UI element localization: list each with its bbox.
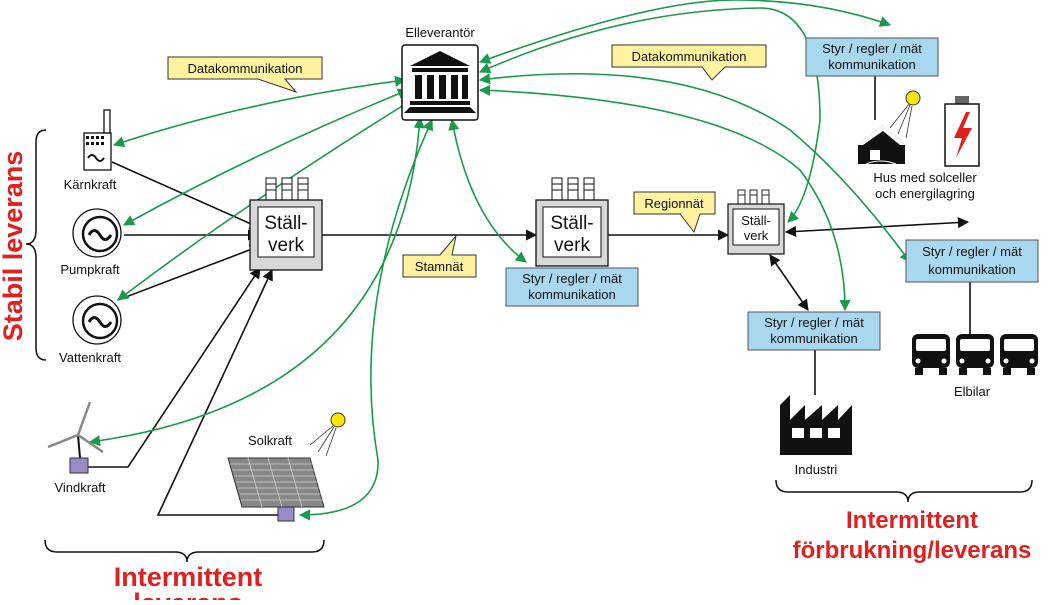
callout-stamnat-text: Stamnät xyxy=(415,259,464,274)
sv3-line1: Ställ- xyxy=(741,213,771,228)
intermittent-supply-label-line1: Intermittent xyxy=(114,562,263,592)
sv1-line2: verk xyxy=(268,235,304,256)
consumer-ev: Elbilar xyxy=(912,334,1038,399)
source-vindkraft: Vindkraft xyxy=(47,401,106,495)
stable-supply-label: Stabil leverans xyxy=(0,151,28,342)
link-sv3-ev xyxy=(784,216,970,238)
sv1-line1: Ställ- xyxy=(264,213,307,234)
control-box-ev-line1: Styr / regler / mät xyxy=(922,244,1022,259)
insulator-icon xyxy=(551,177,595,201)
insulator-icon xyxy=(265,177,309,201)
stable-supply-group: Stabil leverans xyxy=(0,129,47,361)
callout-stamnat: Stamnät xyxy=(402,235,477,278)
bus-icon xyxy=(912,334,950,375)
source-pumpkraft: Pumpkraft xyxy=(60,208,122,277)
nuclear-plant-icon xyxy=(83,109,112,171)
industry-label: Industri xyxy=(795,462,838,477)
link-vindkraft-sv1 xyxy=(88,267,261,468)
control-box-house-line1: Styr / regler / mät xyxy=(822,41,922,56)
karnkraft-label: Kärnkraft xyxy=(64,177,117,192)
intermittent-consumption-label-line1: Intermittent xyxy=(846,507,978,534)
ev-label: Elbilar xyxy=(954,384,991,399)
source-karnkraft: Kärnkraft xyxy=(64,109,117,192)
substation-2: Ställ- verk xyxy=(535,177,609,267)
bus-icon xyxy=(956,334,994,375)
callout-data-right: Datakommunikation xyxy=(611,44,767,81)
sun-icon xyxy=(309,412,346,457)
solkraft-label: Solkraft xyxy=(248,433,292,448)
intermittent-supply-label-line2: leverans xyxy=(133,588,243,600)
source-solkraft: Solkraft xyxy=(227,412,346,522)
control-box-industry-line2: kommunikation xyxy=(770,331,857,346)
callout-regionnat: Regionnät xyxy=(633,191,716,234)
consumer-house: Hus med solceller och energilagring xyxy=(858,90,980,201)
bottom-left-brace xyxy=(44,539,325,563)
data-links xyxy=(88,0,911,521)
supplier-node: Elleverantör xyxy=(401,25,479,121)
substation-3: Ställ- verk xyxy=(727,189,785,255)
link-vattenkraft-sv1 xyxy=(117,244,262,301)
pumpkraft-label: Pumpkraft xyxy=(60,262,120,277)
control-box-ev: Styr / regler / mät kommunikation xyxy=(905,239,1039,283)
data-supplier-industrybox xyxy=(478,84,851,312)
link-sv3-industry xyxy=(769,254,809,311)
house-icon xyxy=(858,125,905,165)
control-box-house: Styr / regler / mät kommunikation xyxy=(805,37,939,77)
data-supplier-centerbox xyxy=(448,118,527,263)
callout-data-right-text: Datakommunikation xyxy=(632,49,747,64)
intermittent-consumption-label-line2: förbrukning/leverans xyxy=(793,537,1032,564)
solar-panel-icon xyxy=(227,457,325,522)
callout-data-left-text: Datakommunikation xyxy=(188,61,303,76)
link-karnkraft-sv1 xyxy=(111,161,262,230)
sv2-line1: Ställ- xyxy=(550,213,593,234)
generator-icon xyxy=(72,208,122,258)
control-box-center: Styr / regler / mät kommunikation xyxy=(505,267,639,307)
house-label-line2: och energilagring xyxy=(875,186,975,201)
control-box-center-line2: kommunikation xyxy=(528,287,615,302)
supplier-label: Elleverantör xyxy=(405,25,475,40)
intermittent-supply-group: Intermittent leverans xyxy=(44,539,325,605)
insulator-icon xyxy=(737,189,770,205)
sv3-line2: verk xyxy=(744,228,769,243)
left-brace xyxy=(25,129,47,361)
callout-data-left: Datakommunikation xyxy=(167,56,323,94)
source-vattenkraft: Vattenkraft xyxy=(59,295,122,365)
control-box-industry: Styr / regler / mät kommunikation xyxy=(747,311,881,351)
vindkraft-label: Vindkraft xyxy=(54,480,105,495)
consumer-industry: Industri xyxy=(780,395,852,477)
data-supplier-solkraft xyxy=(298,118,433,521)
callout-regionnat-text: Regionnät xyxy=(644,196,704,211)
sun-icon xyxy=(889,90,921,139)
control-box-industry-line1: Styr / regler / mät xyxy=(764,315,864,330)
bottom-right-brace xyxy=(775,479,1033,503)
control-box-house-line2: kommunikation xyxy=(828,57,915,72)
generator-icon xyxy=(72,295,122,345)
sv2-line2: verk xyxy=(554,235,590,256)
bus-icon xyxy=(1000,334,1038,375)
bank-icon xyxy=(401,44,479,121)
factory-icon xyxy=(780,395,852,455)
data-supplier-karnkraft xyxy=(112,75,407,148)
substation-1: Ställ- verk xyxy=(249,177,323,271)
wind-turbine-icon xyxy=(47,401,104,474)
control-box-center-line1: Styr / regler / mät xyxy=(522,271,622,286)
vattenkraft-label: Vattenkraft xyxy=(59,350,121,365)
data-supplier-housebox xyxy=(478,0,892,64)
house-label-line1: Hus med solceller xyxy=(873,170,977,185)
intermittent-consumption-group: Intermittent förbrukning/leverans xyxy=(775,479,1033,564)
battery-icon xyxy=(944,96,980,167)
control-box-ev-line2: kommunikation xyxy=(928,262,1015,277)
